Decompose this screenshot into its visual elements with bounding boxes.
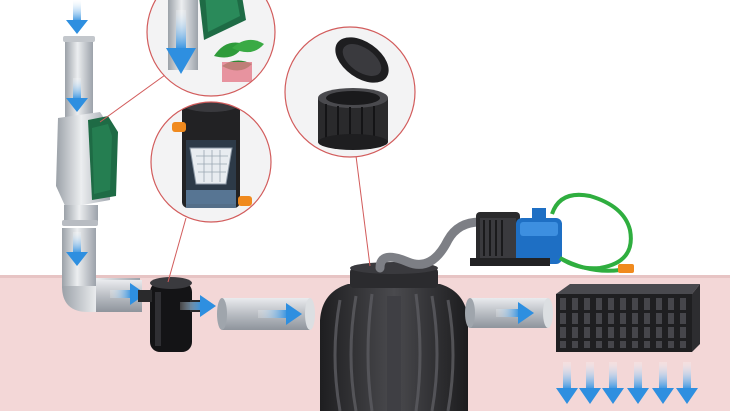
right-arrow-icon [496,302,534,324]
right-arrow-icon [180,295,216,317]
down-arrow-icon [627,362,649,404]
down-arrow-icon [66,78,88,112]
callout-leaf-separator [146,0,276,97]
down-arrow-icon [66,0,88,34]
pump [470,208,562,266]
callout-inline-filter [150,101,272,223]
downpipe [56,36,142,312]
right-arrow-icon [258,303,302,325]
down-arrow-icon [676,362,698,404]
down-arrow-icon [652,362,674,404]
hose-nozzle [618,264,634,273]
infiltration-crates [556,284,700,352]
garden-hose [550,192,633,271]
down-arrow-icon [579,362,601,404]
underground-tank [320,262,468,411]
inline-filter [138,277,200,352]
callout-tank-access-cover [284,26,416,158]
down-arrow-icon [602,362,624,404]
suction-hose [375,217,485,273]
down-arrow-icon [66,232,88,266]
outlet-pipe [465,298,553,328]
down-arrow-icon [556,362,578,404]
